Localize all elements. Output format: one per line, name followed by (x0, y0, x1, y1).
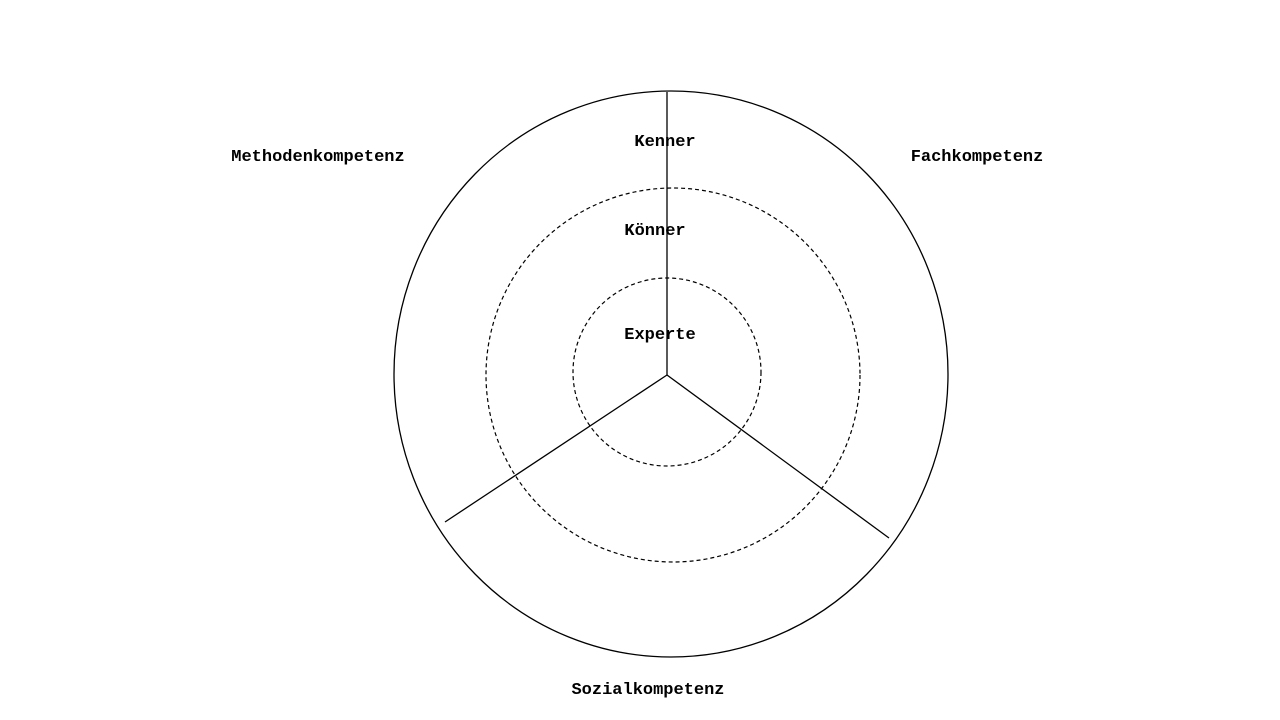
level-label-koenner: Könner (624, 222, 685, 241)
outer-ring (393, 90, 949, 658)
sector-label-sozialkompetenz: Sozialkompetenz (571, 681, 724, 700)
divider-lower-left (444, 374, 668, 523)
sector-label-fachkompetenz: Fachkompetenz (911, 148, 1044, 167)
level-label-experte: Experte (624, 326, 695, 345)
level-label-kenner: Kenner (634, 133, 695, 152)
sector-label-methodenkompetenz: Methodenkompetenz (231, 148, 404, 167)
divider-lower-right (666, 374, 890, 539)
middle-ring (485, 187, 861, 563)
